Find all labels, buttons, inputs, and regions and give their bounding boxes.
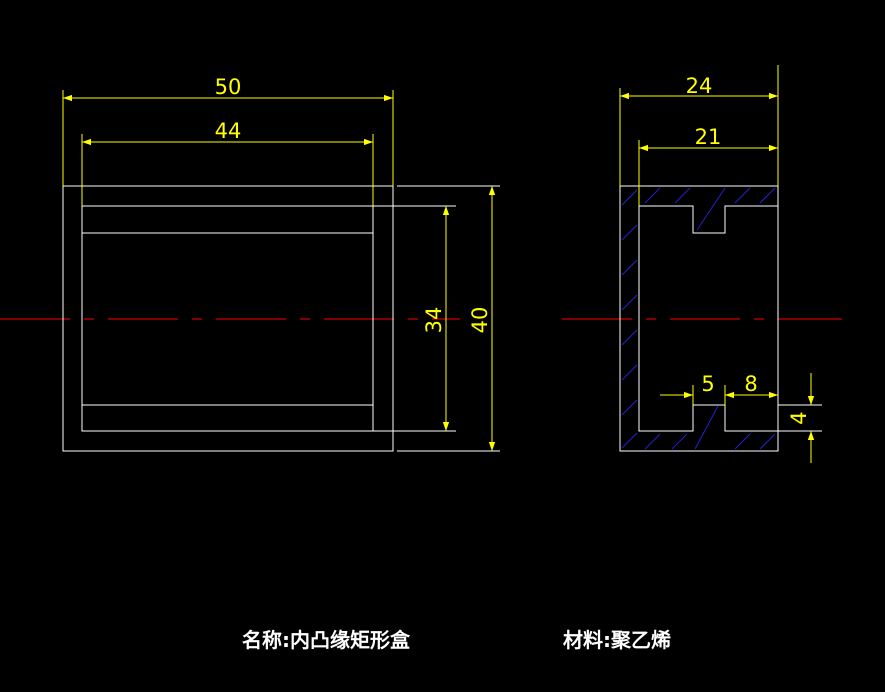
material-label: 材料: [563, 628, 603, 652]
dim-text-inner-height: 34: [422, 307, 446, 334]
side-outer-outline: [619, 185, 779, 452]
hatch-line: [674, 187, 691, 204]
front-dimensions: [62, 90, 500, 452]
hatch-line: [621, 224, 638, 241]
part-name-label: 名称: [242, 628, 282, 652]
hatch-line: [734, 433, 751, 450]
hatch-line: [644, 187, 661, 204]
side-dimensions: [619, 65, 822, 463]
front-dimension-texts: 50 44 34 40: [215, 75, 492, 333]
hatch-line: [621, 294, 638, 311]
hatch-line: [621, 259, 638, 276]
front-view: [62, 185, 394, 452]
hatch-line: [621, 189, 638, 206]
dim-text-rib-height: 4: [787, 411, 811, 424]
hatch-line: [759, 187, 776, 204]
side-view: [619, 185, 779, 452]
dim-text-rib-width: 5: [701, 372, 714, 396]
dim-text-rib-offset: 8: [744, 372, 757, 396]
hatch-line: [621, 364, 638, 381]
dim-text-overall-depth: 24: [686, 74, 713, 98]
side-view-hatching: [621, 187, 776, 450]
dim-text-inner-width: 44: [215, 119, 242, 143]
part-name-value: 内凸缘矩形盒: [290, 628, 410, 652]
part-name-separator: :: [282, 628, 290, 652]
dim-text-inner-depth: 21: [695, 125, 722, 149]
hatch-line: [734, 187, 751, 204]
side-dimension-texts: 24 21 5 8 4: [686, 74, 811, 425]
front-inner-outline: [81, 205, 374, 432]
hatch-line: [644, 433, 661, 450]
material-separator: :: [603, 628, 611, 652]
hatch-line: [621, 432, 638, 449]
hatch-line: [621, 399, 638, 416]
part-name-caption: 名称:内凸缘矩形盒: [242, 624, 410, 653]
hatch-line: [759, 433, 776, 450]
side-inner-profile: [638, 205, 778, 432]
hatch-line: [621, 329, 638, 346]
dim-text-overall-height: 40: [468, 307, 492, 334]
material-caption: 材料:聚乙烯: [563, 624, 671, 653]
material-value: 聚乙烯: [611, 628, 671, 652]
front-outer-outline: [62, 185, 394, 452]
dim-text-overall-width: 50: [215, 75, 242, 99]
hatch-line: [696, 187, 726, 231]
hatch-line: [671, 433, 688, 450]
hatch-line: [694, 405, 719, 450]
